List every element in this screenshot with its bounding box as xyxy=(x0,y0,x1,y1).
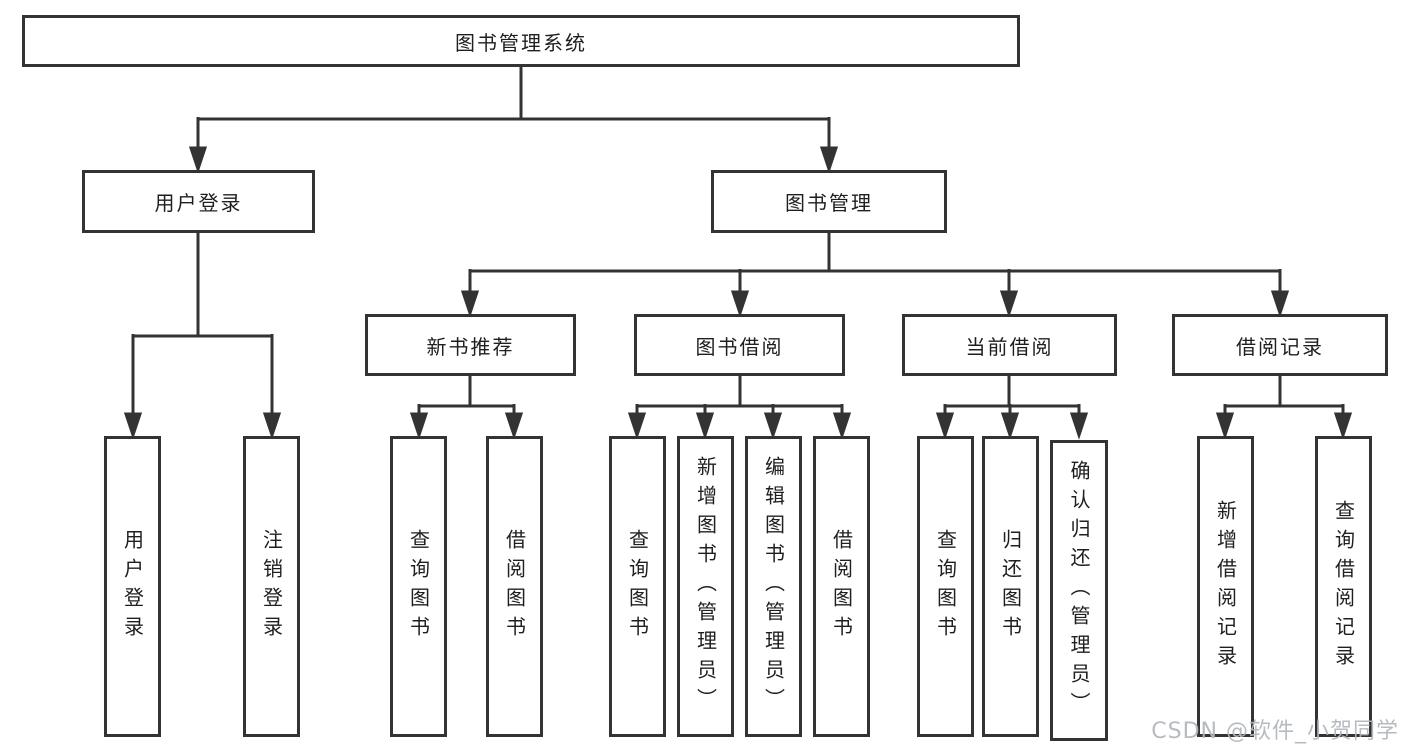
leaf-return-book: 归还图书 xyxy=(982,436,1039,737)
leaf-add-book-admin: 新增图书（管理员） xyxy=(677,436,734,737)
leaf-confirm-return-admin: 确认归还（管理员） xyxy=(1050,440,1108,741)
edge-root-to-level2 xyxy=(188,67,839,174)
node-book-borrow: 图书借阅 xyxy=(634,314,845,376)
edge-borrow-records-to-leaves xyxy=(1215,376,1353,440)
edge-book-management-to-level3 xyxy=(460,233,1290,318)
edge-user-login-to-leaves xyxy=(123,233,282,440)
csdn-watermark: CSDN @软件_小贺同学 xyxy=(1151,719,1399,744)
node-book-management: 图书管理 xyxy=(711,170,947,233)
leaf-recommend-borrow-books: 借阅图书 xyxy=(486,436,543,737)
node-borrow-records: 借阅记录 xyxy=(1172,314,1388,376)
node-user-login: 用户登录 xyxy=(82,170,315,233)
node-current-borrow: 当前借阅 xyxy=(902,314,1117,376)
leaf-borrow-books: 借阅图书 xyxy=(813,436,870,737)
edge-current-borrow-to-leaves xyxy=(935,376,1089,440)
edge-book-borrow-to-leaves xyxy=(627,376,852,440)
edge-new-book-recommend-to-leaves xyxy=(409,376,524,440)
node-library-management-system: 图书管理系统 xyxy=(22,15,1020,67)
leaf-logout: 注销登录 xyxy=(243,436,300,737)
leaf-edit-book-admin: 编辑图书（管理员） xyxy=(745,436,802,737)
leaf-borrow-query-books: 查询图书 xyxy=(609,436,666,737)
leaf-user-login: 用户登录 xyxy=(104,436,161,737)
leaf-recommend-query-books: 查询图书 xyxy=(390,436,447,737)
leaf-add-borrow-record: 新增借阅记录 xyxy=(1197,436,1254,737)
leaf-current-query-books: 查询图书 xyxy=(917,436,974,737)
leaf-query-borrow-record: 查询借阅记录 xyxy=(1315,436,1372,737)
node-new-book-recommend: 新书推荐 xyxy=(365,314,576,376)
